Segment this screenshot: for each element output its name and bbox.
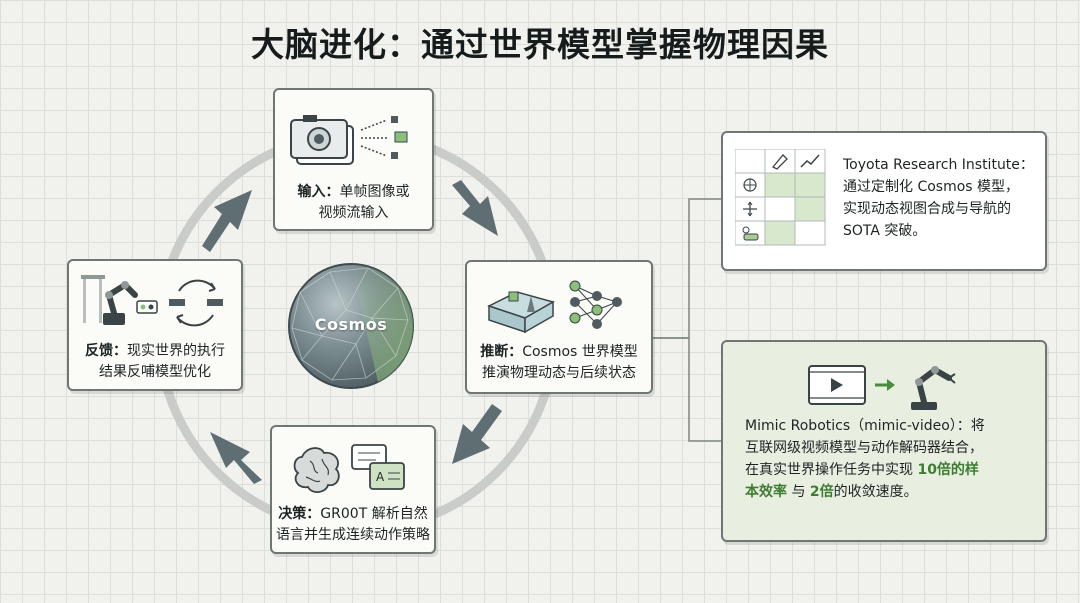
- mimic-highlight-10x: 10倍的样: [917, 462, 979, 478]
- feedback-label: 反馈：: [85, 343, 127, 359]
- inference-label: 推断：: [480, 344, 523, 360]
- brain-dialog-icon: A: [293, 444, 405, 493]
- page-title: 大脑进化：通过世界模型掌握物理因果: [251, 25, 829, 64]
- mimic-highlight-efficiency: 本效率: [745, 484, 787, 500]
- card-feedback: 反馈：现实世界的执行 结果反哺模型优化: [67, 259, 243, 391]
- callout-toyota: Toyota Research Institute： 通过定制化 Cosmos …: [721, 131, 1047, 271]
- arrow-feedback-to-input: [202, 190, 252, 252]
- decision-caption: 决策：GR00T 解析自然 语言并生成连续动作策略: [272, 504, 434, 546]
- card-inference: 推断：Cosmos 世界模型 推演物理动态与后续状态: [465, 260, 653, 394]
- input-caption: 输入：单帧图像或 视频流输入: [275, 182, 432, 224]
- mimic-line-4: 本效率 与 2倍的收敛速度。: [745, 481, 985, 503]
- arrow-decision-to-feedback: [210, 432, 262, 484]
- mimic-line-2: 互联网级视频模型与动作解码器结合，: [745, 440, 983, 456]
- cosmos-label: Cosmos: [314, 315, 388, 334]
- view-grid-icon: [735, 149, 826, 246]
- robot-arm-feedback-icon: [81, 275, 223, 327]
- mimic-highlight-2x: 2倍: [809, 484, 834, 500]
- decision-text-2: 语言并生成连续动作策略: [276, 527, 430, 543]
- toyota-line-4: SOTA 突破。: [843, 223, 927, 239]
- connector-mimic: [651, 337, 722, 442]
- feedback-caption: 反馈：现实世界的执行 结果反哺模型优化: [69, 341, 241, 383]
- toyota-line-3: 实现动态视图合成与导航的: [843, 201, 1011, 217]
- input-text-2: 视频流输入: [318, 205, 389, 221]
- card-decision: A 决策：GR00T 解析自然 语言并生成连续动作策略: [270, 425, 436, 554]
- inference-text-2: 推演物理动态与后续状态: [482, 365, 636, 381]
- toyota-line-2: 通过定制化 Cosmos 模型，: [843, 179, 1020, 195]
- mimic-line-4-suffix: 的收敛速度。: [833, 484, 918, 500]
- mimic-text: Mimic Robotics（mimic-video）：将 互联网级视频模型与动…: [745, 415, 985, 503]
- decision-text-1: GR00T 解析自然: [320, 506, 428, 522]
- connector-toyota: [651, 198, 722, 339]
- mimic-line-4-mid: 与: [787, 484, 810, 500]
- mimic-line-3: 在真实世界操作任务中实现 10倍的样: [745, 459, 985, 481]
- video-to-robot-icon: [808, 365, 956, 410]
- toyota-text: Toyota Research Institute： 通过定制化 Cosmos …: [843, 154, 1034, 242]
- inference-text-1: Cosmos 世界模型: [522, 344, 638, 360]
- svg-text:A: A: [376, 470, 385, 484]
- decision-label: 决策：: [278, 506, 321, 522]
- input-label: 输入：: [297, 184, 340, 200]
- feedback-text-1: 现实世界的执行: [127, 343, 225, 359]
- arrow-input-to-inference: [452, 180, 498, 236]
- mimic-line-1: Mimic Robotics（mimic-video）：将: [745, 418, 985, 434]
- camera-icon: [290, 115, 408, 165]
- mimic-line-3-prefix: 在真实世界操作任务中实现: [745, 462, 918, 478]
- toyota-line-1: Toyota Research Institute：: [843, 157, 1034, 173]
- world-model-icon: [487, 280, 622, 334]
- cosmos-sphere: [288, 263, 414, 389]
- cycle-arrows: [202, 180, 502, 484]
- arrow-inference-to-decision: [452, 404, 502, 464]
- callout-mimic: Mimic Robotics（mimic-video）：将 互联网级视频模型与动…: [721, 340, 1047, 542]
- input-text-1: 单帧图像或: [339, 184, 410, 200]
- card-input: 输入：单帧图像或 视频流输入: [273, 88, 434, 231]
- inference-caption: 推断：Cosmos 世界模型 推演物理动态与后续状态: [467, 342, 651, 384]
- feedback-text-2: 结果反哺模型优化: [99, 364, 211, 380]
